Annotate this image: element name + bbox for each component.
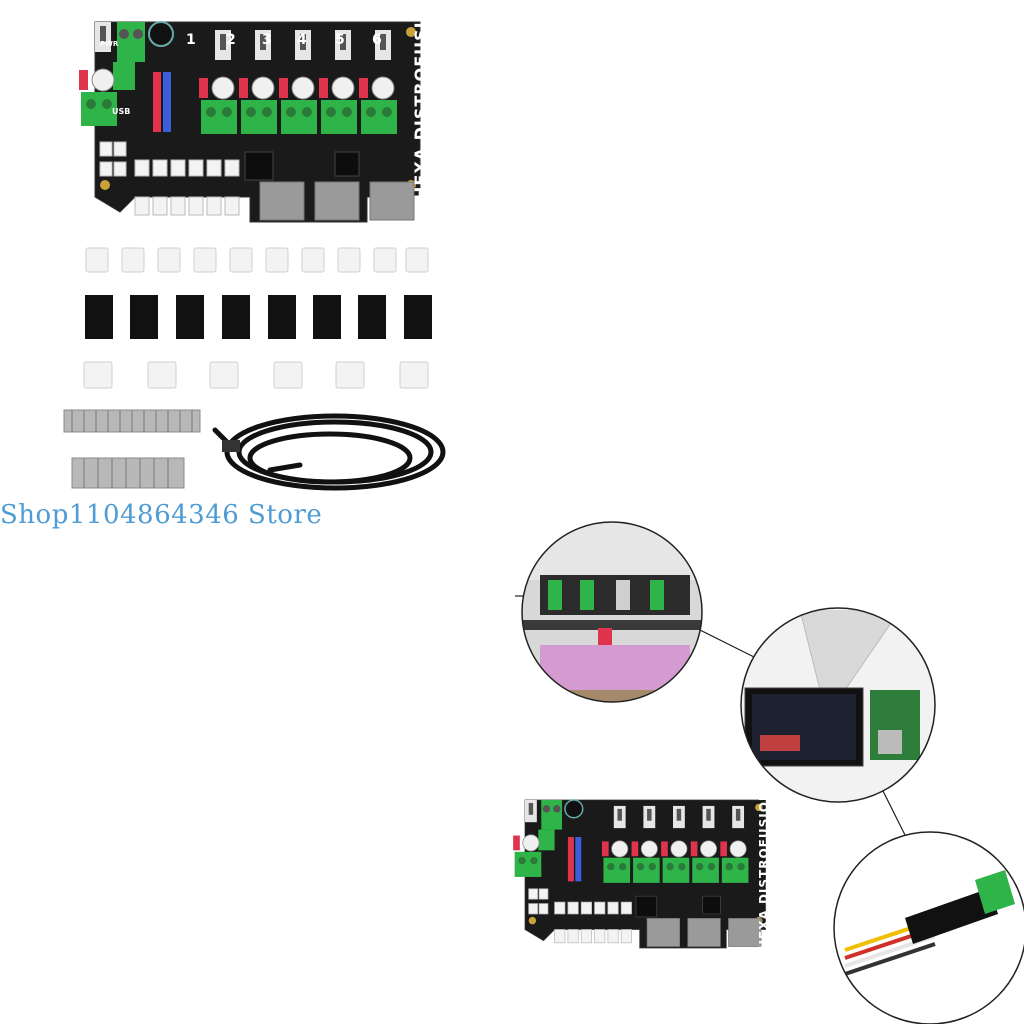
channel-label: 5 bbox=[335, 32, 345, 48]
board-brand-text: HEXA DISTROFUSION bbox=[411, 0, 430, 200]
store-watermark: Shop1104864346 Store bbox=[0, 500, 323, 530]
usb-cable bbox=[212, 413, 446, 491]
white-connectors-small bbox=[85, 247, 429, 273]
channel-label: 6 bbox=[372, 32, 382, 48]
channel-label: 1 bbox=[186, 32, 196, 48]
usb-plug bbox=[222, 440, 240, 452]
board-brand-text-2: HEXA DISTROFUSION bbox=[757, 790, 771, 950]
usb-label: USB bbox=[112, 107, 130, 116]
distro-board-wiring bbox=[513, 800, 765, 948]
display-photo bbox=[740, 607, 936, 803]
channel-labels: 1 2 3 4 5 6 bbox=[186, 32, 382, 48]
white-connectors-large bbox=[83, 361, 429, 389]
channel-label: 3 bbox=[262, 32, 272, 48]
channel-label: 4 bbox=[297, 32, 307, 48]
black-dupont-housings bbox=[85, 295, 432, 339]
channel-label: 2 bbox=[226, 32, 236, 48]
toolhead-photo bbox=[521, 521, 703, 703]
canbus-adapter-photo bbox=[833, 831, 1024, 1024]
distro-board-main bbox=[79, 22, 420, 222]
pwr-label: PWR bbox=[100, 40, 119, 48]
crimp-terminal-strips bbox=[63, 409, 201, 489]
